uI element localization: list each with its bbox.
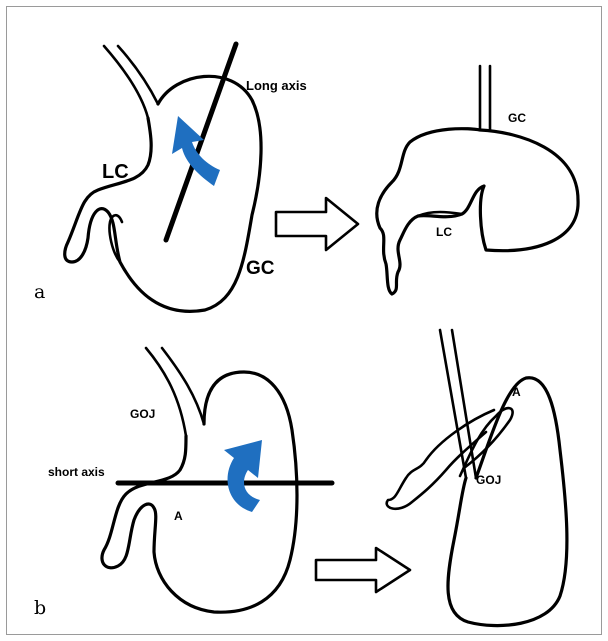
panel-a-transition-arrow: [276, 198, 358, 250]
panel-b-short-axis-label: short axis: [48, 465, 105, 479]
panel-b-right-esophagus-1: [440, 330, 466, 478]
panel-b-esophagus-outer: [146, 348, 186, 436]
panel-a-gc-label: GC: [246, 258, 275, 279]
panel-b-right-a-label: A: [512, 385, 521, 399]
panel-a-right-stomach-outline: [377, 129, 578, 294]
panel-a-long-axis-label: Long axis: [246, 78, 307, 93]
panel-a-letter: a: [34, 281, 45, 303]
panel-b-goj-label: GOJ: [130, 407, 155, 421]
panel-b-esophagus-inner: [162, 348, 204, 424]
panel-a-right-gc-label: GC: [508, 111, 526, 125]
panel-a-right-lc-label: LC: [436, 225, 452, 239]
panel-b-a-label: A: [174, 509, 183, 523]
panel-a-lc-label: LC: [102, 161, 129, 183]
panel-b-letter: b: [34, 597, 46, 619]
panel-b-rotation-arrow: [224, 440, 262, 512]
panel-b-transition-arrow: [316, 548, 410, 592]
panel-b-right-goj-label: GOJ: [476, 473, 501, 487]
panel-a-rotation-arrow: [172, 116, 220, 186]
panel-b-right-fundus-fold: [460, 408, 513, 476]
panel-a: [65, 44, 578, 311]
panel-b-right-esophagus-2: [452, 330, 476, 478]
panel-a-stomach-outline: [65, 76, 261, 311]
panel-b-right-duodenum: [387, 410, 494, 509]
